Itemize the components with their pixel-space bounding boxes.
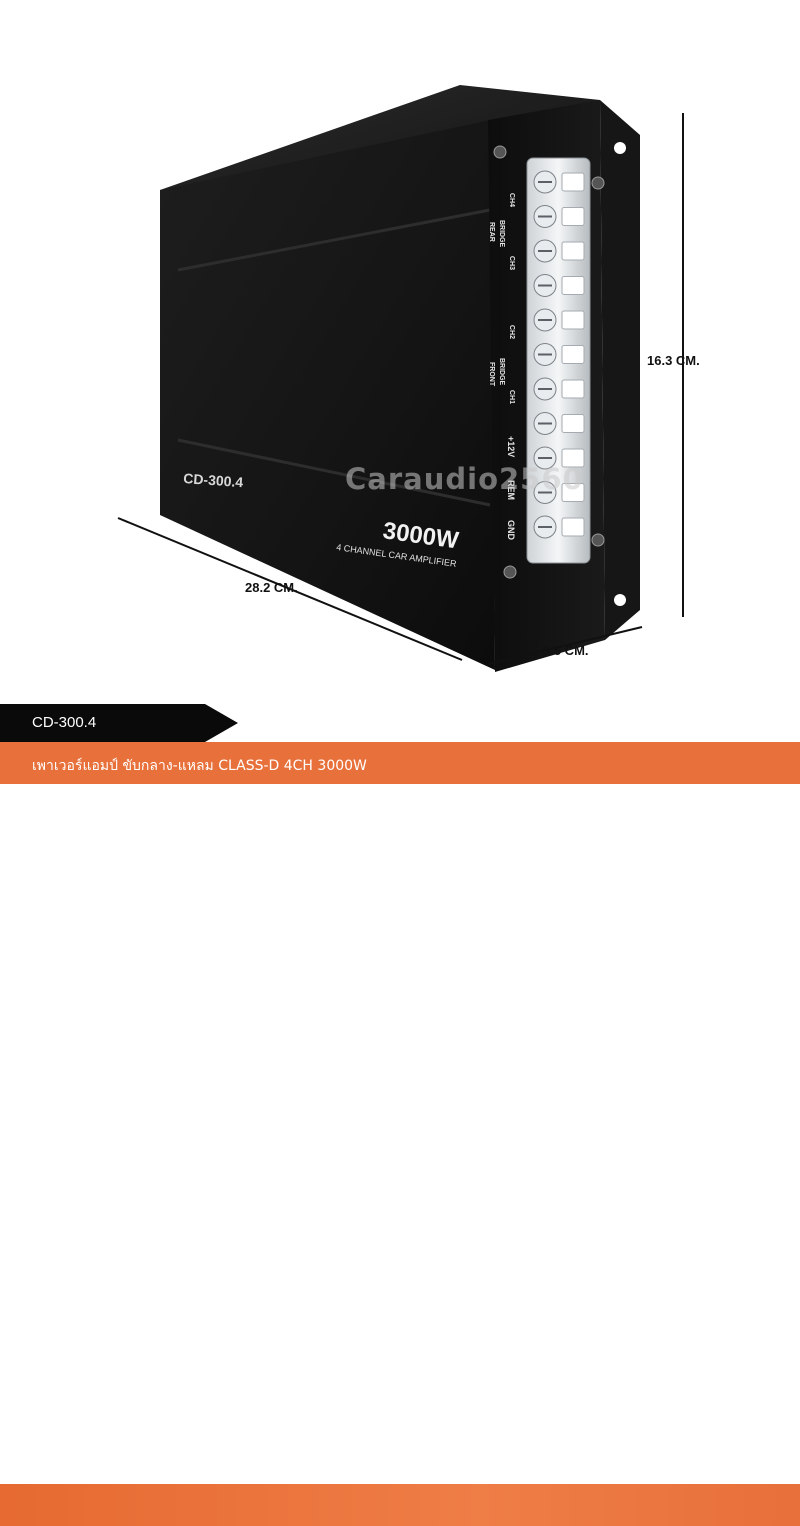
label-rear: REAR <box>488 222 495 242</box>
amp-groove <box>177 438 491 507</box>
terminal-rib <box>561 310 585 330</box>
product-photo: CD-300.4 3000W 4 CHANNEL CAR AMPLIFIER R… <box>117 85 684 672</box>
screw <box>493 145 507 159</box>
product-description: เพาเวอร์แอมป์ ขับกลาง-แหลม CLASS-D 4CH 3… <box>32 758 367 774</box>
label-ch2: CH2 <box>508 325 515 339</box>
amp-groove <box>177 208 491 272</box>
terminal-rib <box>561 241 585 261</box>
label-ch1: CH1 <box>508 390 515 404</box>
dimension-lines <box>117 113 684 665</box>
terminal-rib <box>561 379 585 399</box>
terminal-rib <box>561 207 585 226</box>
screw <box>503 565 517 579</box>
terminal-block <box>526 157 591 564</box>
label-rem: REM <box>506 480 516 500</box>
label-gnd: GND <box>506 520 516 541</box>
dimension-depth-label: 5.5 CM. <box>543 643 589 658</box>
terminal-rib <box>561 517 585 537</box>
terminal-rib <box>561 414 585 433</box>
screw <box>591 176 605 190</box>
amp-mounting-flange <box>600 100 640 640</box>
terminal-rib <box>561 276 585 295</box>
terminal-rib <box>561 448 585 468</box>
dim-line-length <box>117 517 463 661</box>
label-ch3: CH3 <box>508 256 515 270</box>
watermark: Caraudio2560 <box>345 462 584 496</box>
dimension-length-label: 28.2 CM. <box>245 580 298 595</box>
terminal-rib <box>561 172 585 192</box>
banner-model-name: CD-300.4 <box>32 714 97 731</box>
dimension-height-label: 16.3 CM. <box>647 353 700 368</box>
mount-hole <box>614 142 626 154</box>
mount-hole <box>614 594 626 606</box>
terminal-rib <box>561 483 585 502</box>
label-front: FRONT <box>488 362 495 387</box>
dim-line-depth <box>488 626 643 665</box>
label-rear-bridge: BRIDGE <box>498 220 505 248</box>
terminal-labels: REAR BRIDGE CH4 CH3 FRONT BRIDGE CH2 CH1… <box>488 193 516 541</box>
label-12v: +12V <box>506 436 516 457</box>
model-banner: CD-300.4 <box>0 704 238 742</box>
description-banner: เพาเวอร์แอมป์ ขับกลาง-แหลม CLASS-D 4CH 3… <box>0 742 800 1526</box>
amp-front-face <box>160 120 495 670</box>
terminal-rib <box>561 345 585 364</box>
screw <box>591 533 605 547</box>
label-ch4: CH4 <box>508 193 515 207</box>
label-front-bridge: BRIDGE <box>498 358 505 386</box>
amp-model-text: CD-300.4 <box>183 470 244 490</box>
